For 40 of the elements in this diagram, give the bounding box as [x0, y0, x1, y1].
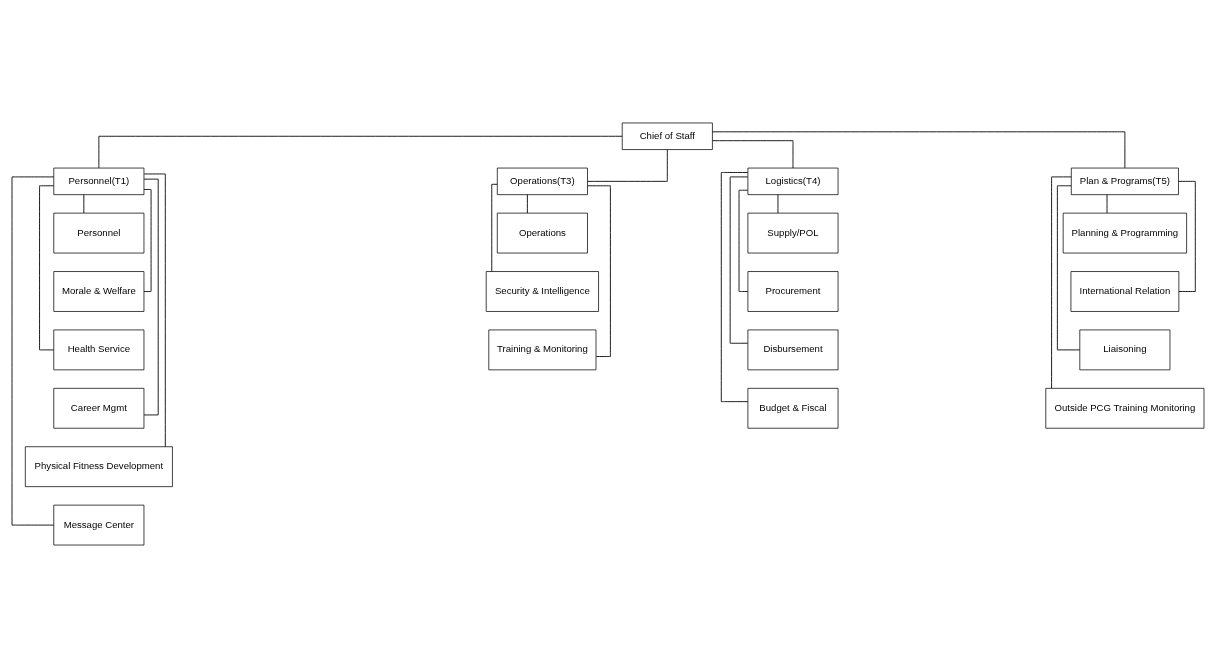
- connector: [526, 193, 528, 213]
- connector: [83, 193, 85, 213]
- connector: [712, 130, 1126, 168]
- connector: [587, 148, 668, 182]
- node-box: Operations(T3): [496, 167, 588, 195]
- connector: [98, 135, 623, 168]
- node-box: Security & Intelligence: [485, 270, 599, 312]
- node-box: Personnel: [53, 212, 145, 253]
- node-box: Career Mgmt: [53, 387, 145, 429]
- connector: [729, 175, 749, 344]
- connector: [1056, 184, 1081, 350]
- node-box: Supply/POL: [747, 212, 839, 253]
- node-box: Logistics(T4): [747, 167, 839, 195]
- connector: [777, 193, 779, 213]
- connector: [720, 171, 749, 402]
- connector: [1106, 193, 1108, 213]
- connector: [143, 173, 166, 447]
- node-box: Training & Monitoring: [488, 329, 597, 370]
- node-box: Liaisoning: [1079, 329, 1171, 370]
- connector: [143, 188, 152, 292]
- node-box: Physical Fitness Development: [24, 445, 173, 487]
- node-box: Operations: [496, 212, 588, 253]
- connector: [712, 139, 794, 168]
- node-box: Procurement: [747, 270, 839, 312]
- node-box: Message Center: [53, 504, 145, 545]
- node-box: International Relation: [1070, 270, 1180, 312]
- node-box: Budget & Fiscal: [747, 387, 839, 429]
- node-box: Morale & Welfare: [53, 270, 145, 312]
- node-box: Personnel(T1): [53, 167, 145, 195]
- connector: [1051, 175, 1072, 389]
- connector: [738, 189, 749, 292]
- node-box: Disbursement: [747, 329, 839, 370]
- connector: [491, 183, 498, 272]
- node-box: Health Service: [53, 329, 145, 370]
- node-box: Plan & Programs(T5): [1070, 167, 1179, 195]
- node-box: Chief of Staff: [621, 122, 713, 150]
- connector: [11, 175, 55, 526]
- node-box: Outside PCG Training Monitoring: [1045, 387, 1205, 429]
- connector: [143, 178, 159, 415]
- node-box: Planning & Programming: [1062, 212, 1187, 253]
